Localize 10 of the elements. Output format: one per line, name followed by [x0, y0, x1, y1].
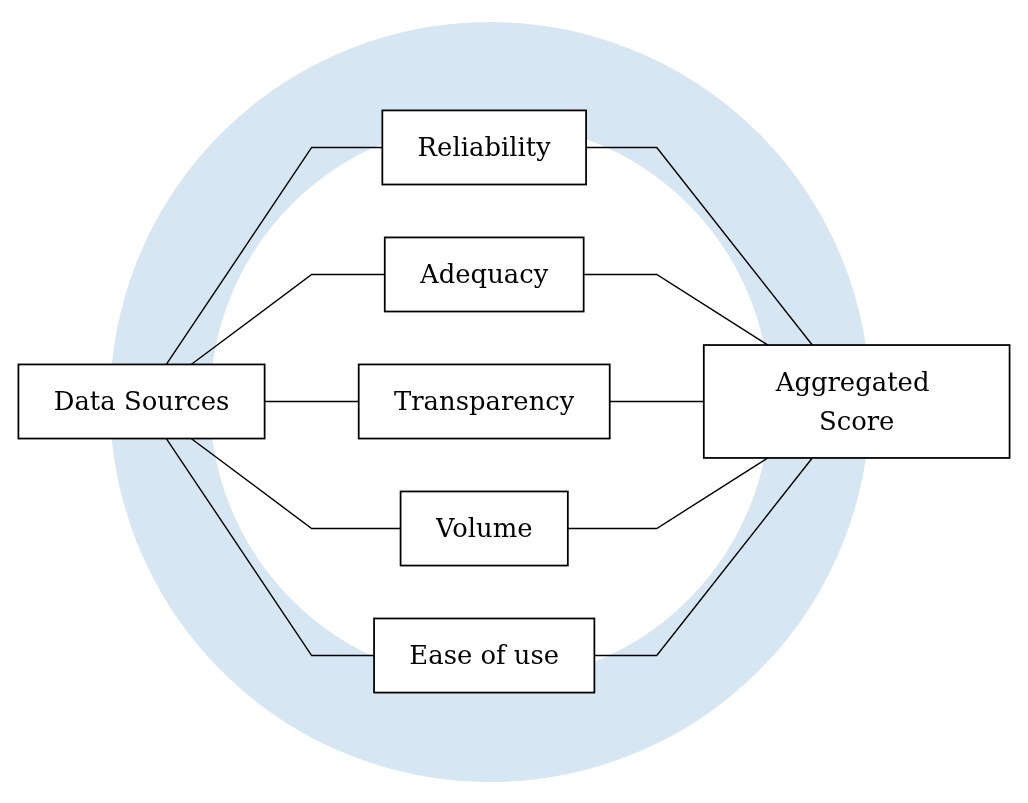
connector	[567, 457, 769, 530]
node-box: Transparency	[357, 363, 611, 440]
node-box: Reliability	[381, 109, 587, 186]
node-box: Adequacy	[383, 236, 585, 313]
node-box: Volume	[399, 490, 569, 567]
connector	[165, 146, 384, 366]
node-box: Ease of use	[373, 617, 596, 694]
node-box: Data Sources	[17, 363, 266, 440]
connector	[165, 437, 375, 657]
node-box: Aggregated Score	[702, 344, 1011, 459]
